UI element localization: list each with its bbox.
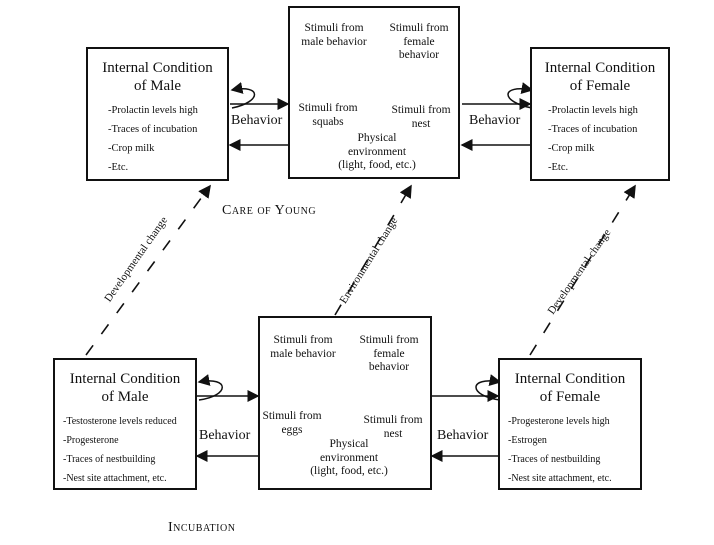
care-of-young-section-title: Care of Young xyxy=(222,203,317,218)
care-behavior-left-label: Behavior xyxy=(230,113,284,129)
list-item: -Prolactin levels high xyxy=(548,105,638,116)
care-behavior-right-label: Behavior xyxy=(468,113,522,129)
incubation-stim-female-behavior: Stimuli from female behavior xyxy=(359,334,419,373)
list-item: -Prolactin levels high xyxy=(108,105,198,116)
list-item: -Etc. xyxy=(108,162,129,173)
bottom-right-arrows xyxy=(430,374,502,462)
incubation-female-title-line2: of Female xyxy=(539,389,601,405)
care-male-list: -Prolactin levels high -Traces of incuba… xyxy=(108,101,198,177)
incubation-female-condition-box: Internal Condition of Female -Progestero… xyxy=(498,358,642,490)
care-stim-female-behavior: Stimuli from female behavior xyxy=(389,22,449,61)
list-item: -Testosterone levels reduced xyxy=(63,416,177,427)
care-male-condition-box: Internal Condition of Male -Prolactin le… xyxy=(86,47,229,181)
incubation-male-title-line1: Internal Condition xyxy=(69,371,181,387)
incubation-female-title-line1: Internal Condition xyxy=(514,371,626,387)
care-male-title: Internal Condition of Male xyxy=(88,59,227,95)
care-male-title-line2: of Male xyxy=(133,78,182,94)
list-item: -Progesterone levels high xyxy=(508,416,610,427)
care-female-condition-box: Internal Condition of Female -Prolactin … xyxy=(530,47,670,181)
care-female-title-line2: of Female xyxy=(569,78,631,94)
top-right-arrows xyxy=(460,82,534,151)
list-item: -Traces of nestbuilding xyxy=(63,454,156,465)
incubation-male-condition-box: Internal Condition of Male -Testosterone… xyxy=(53,358,197,490)
care-stimuli-box: Stimuli from male behavior Stimuli from … xyxy=(288,6,460,179)
care-stim-physical: Physical environment (light, food, etc.) xyxy=(338,132,416,171)
incubation-section-title: Incubation xyxy=(168,520,236,535)
care-female-title-line1: Internal Condition xyxy=(544,60,656,76)
incubation-female-title: Internal Condition of Female xyxy=(500,370,640,406)
incubation-female-list: -Progesterone levels high -Estrogen -Tra… xyxy=(508,412,612,488)
care-female-list: -Prolactin levels high -Traces of incuba… xyxy=(548,101,638,177)
list-item: -Progesterone xyxy=(63,435,119,446)
list-item: -Traces of nestbuilding xyxy=(508,454,601,465)
list-item: -Traces of incubation xyxy=(548,124,638,135)
incubation-behavior-right-label: Behavior xyxy=(436,428,490,444)
bottom-left-arrows xyxy=(195,374,260,462)
care-stim-male-behavior: Stimuli from male behavior xyxy=(301,22,367,48)
list-item: -Crop milk xyxy=(548,143,595,154)
incubation-stim-nest: Stimuli from nest xyxy=(363,414,423,440)
incubation-male-title: Internal Condition of Male xyxy=(55,370,195,406)
list-item: -Nest site attachment, etc. xyxy=(63,473,167,484)
list-item: -Crop milk xyxy=(108,143,155,154)
incubation-male-title-line2: of Male xyxy=(101,389,149,405)
incubation-behavior-left-label: Behavior xyxy=(198,428,252,444)
list-item: -Traces of incubation xyxy=(108,124,198,135)
incubation-stim-eggs: Stimuli from eggs xyxy=(262,410,322,436)
list-item: -Etc. xyxy=(548,162,569,173)
incubation-stimuli-box: Stimuli from male behavior Stimuli from … xyxy=(258,316,432,490)
list-item: -Estrogen xyxy=(508,435,547,446)
care-male-title-line1: Internal Condition xyxy=(102,60,213,76)
top-left-arrows xyxy=(228,82,290,151)
incubation-stim-male-behavior: Stimuli from male behavior xyxy=(270,334,336,360)
care-stim-squabs: Stimuli from squabs xyxy=(298,102,358,128)
change-arrows xyxy=(85,184,636,356)
incubation-stim-physical: Physical environment (light, food, etc.) xyxy=(310,438,388,477)
care-female-title: Internal Condition of Female xyxy=(532,59,668,95)
care-stim-nest: Stimuli from nest xyxy=(391,104,451,130)
list-item: -Nest site attachment, etc. xyxy=(508,473,612,484)
incubation-male-list: -Testosterone levels reduced -Progestero… xyxy=(63,412,177,488)
